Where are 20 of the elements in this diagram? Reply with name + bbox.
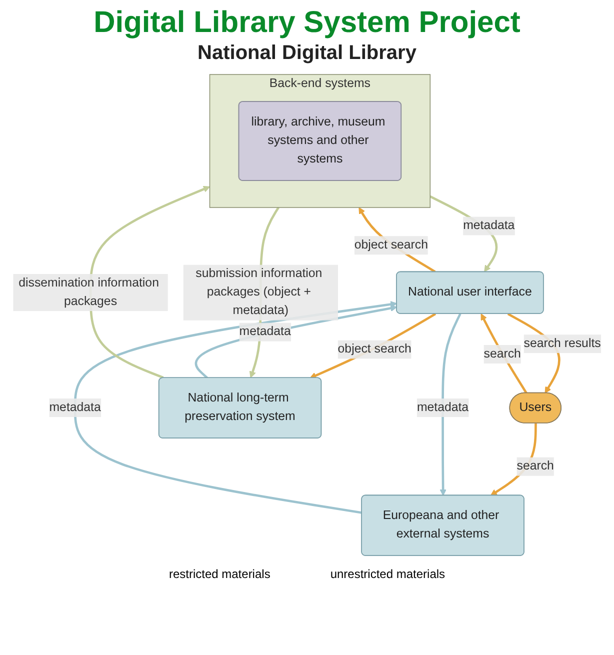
arrow xyxy=(480,314,528,394)
edge-label: metadata xyxy=(463,219,515,232)
arrow xyxy=(74,300,398,514)
edge-label: dissemination information packages xyxy=(18,276,159,308)
area-label: restricted materials xyxy=(168,567,270,581)
arrow xyxy=(440,313,462,496)
title: Digital Library System Project xyxy=(92,6,522,40)
edge-label: metadata xyxy=(416,400,469,414)
edge-label: object search xyxy=(338,342,412,356)
edge-label: submission information packages (object + metadata) xyxy=(196,267,322,318)
edge-label: metadata xyxy=(239,325,291,338)
edge-label: search xyxy=(484,347,521,360)
edge-label: object search xyxy=(354,238,428,252)
edge-label: metadata xyxy=(49,400,101,414)
area-label: unrestricted materials xyxy=(330,567,446,581)
edge-label: search results xyxy=(524,336,601,350)
edge-label: search xyxy=(516,460,554,473)
arrow xyxy=(310,312,436,379)
arrow xyxy=(194,304,398,379)
diagram-heading: National Digital Library xyxy=(196,42,418,65)
